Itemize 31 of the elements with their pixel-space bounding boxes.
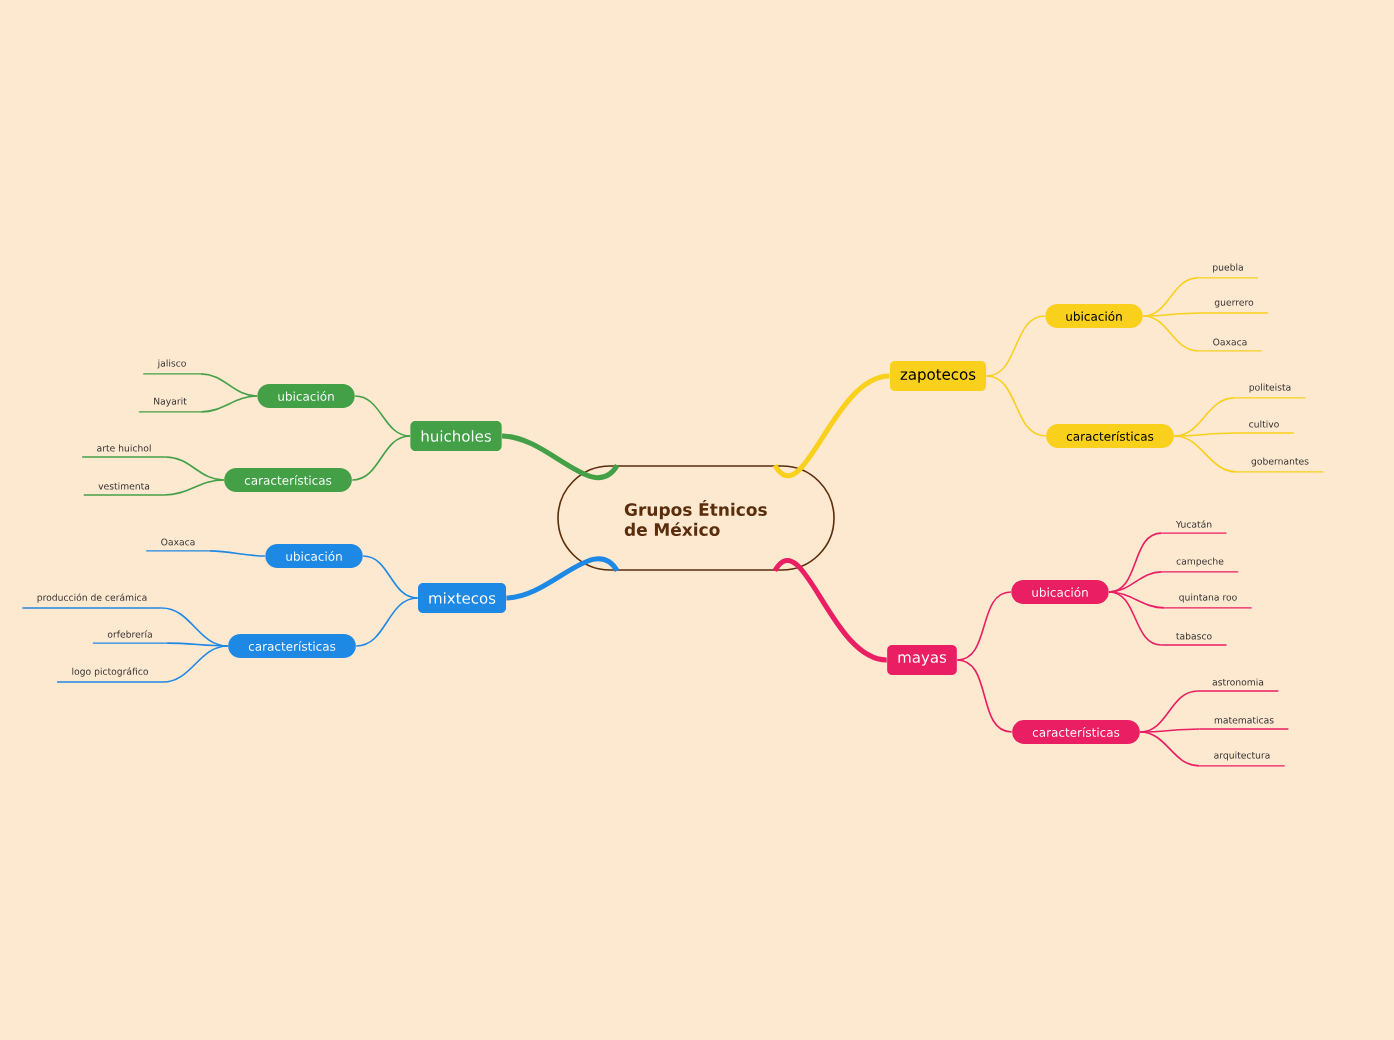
connector: [1142, 315, 1200, 352]
connector: [1142, 312, 1201, 317]
connector: [985, 375, 1047, 437]
connector: [165, 456, 225, 481]
connector: [956, 659, 1013, 733]
connector: [351, 435, 411, 481]
connector: [1139, 731, 1201, 767]
connector: [200, 373, 258, 397]
connector: [355, 597, 419, 647]
connector: [501, 433, 620, 480]
connector: [354, 395, 411, 437]
connector: [163, 479, 225, 496]
connector: [208, 550, 266, 557]
connector: [1139, 728, 1201, 733]
connector: [200, 395, 258, 413]
connector: [985, 315, 1046, 377]
connector: [1173, 432, 1236, 437]
connector: [362, 555, 419, 599]
connector: [1142, 277, 1199, 317]
connector: [772, 373, 891, 478]
connector: [506, 556, 620, 601]
connector: [162, 645, 229, 683]
connector: [1108, 591, 1163, 646]
central-topic-box: Grupos Étnicos de México: [557, 465, 835, 571]
connector: [1173, 435, 1238, 473]
connector: [772, 558, 888, 663]
connector: [166, 642, 229, 647]
connector: [1108, 571, 1163, 593]
connector: [1108, 532, 1163, 593]
connector: [956, 591, 1012, 661]
connector: [1108, 591, 1166, 609]
